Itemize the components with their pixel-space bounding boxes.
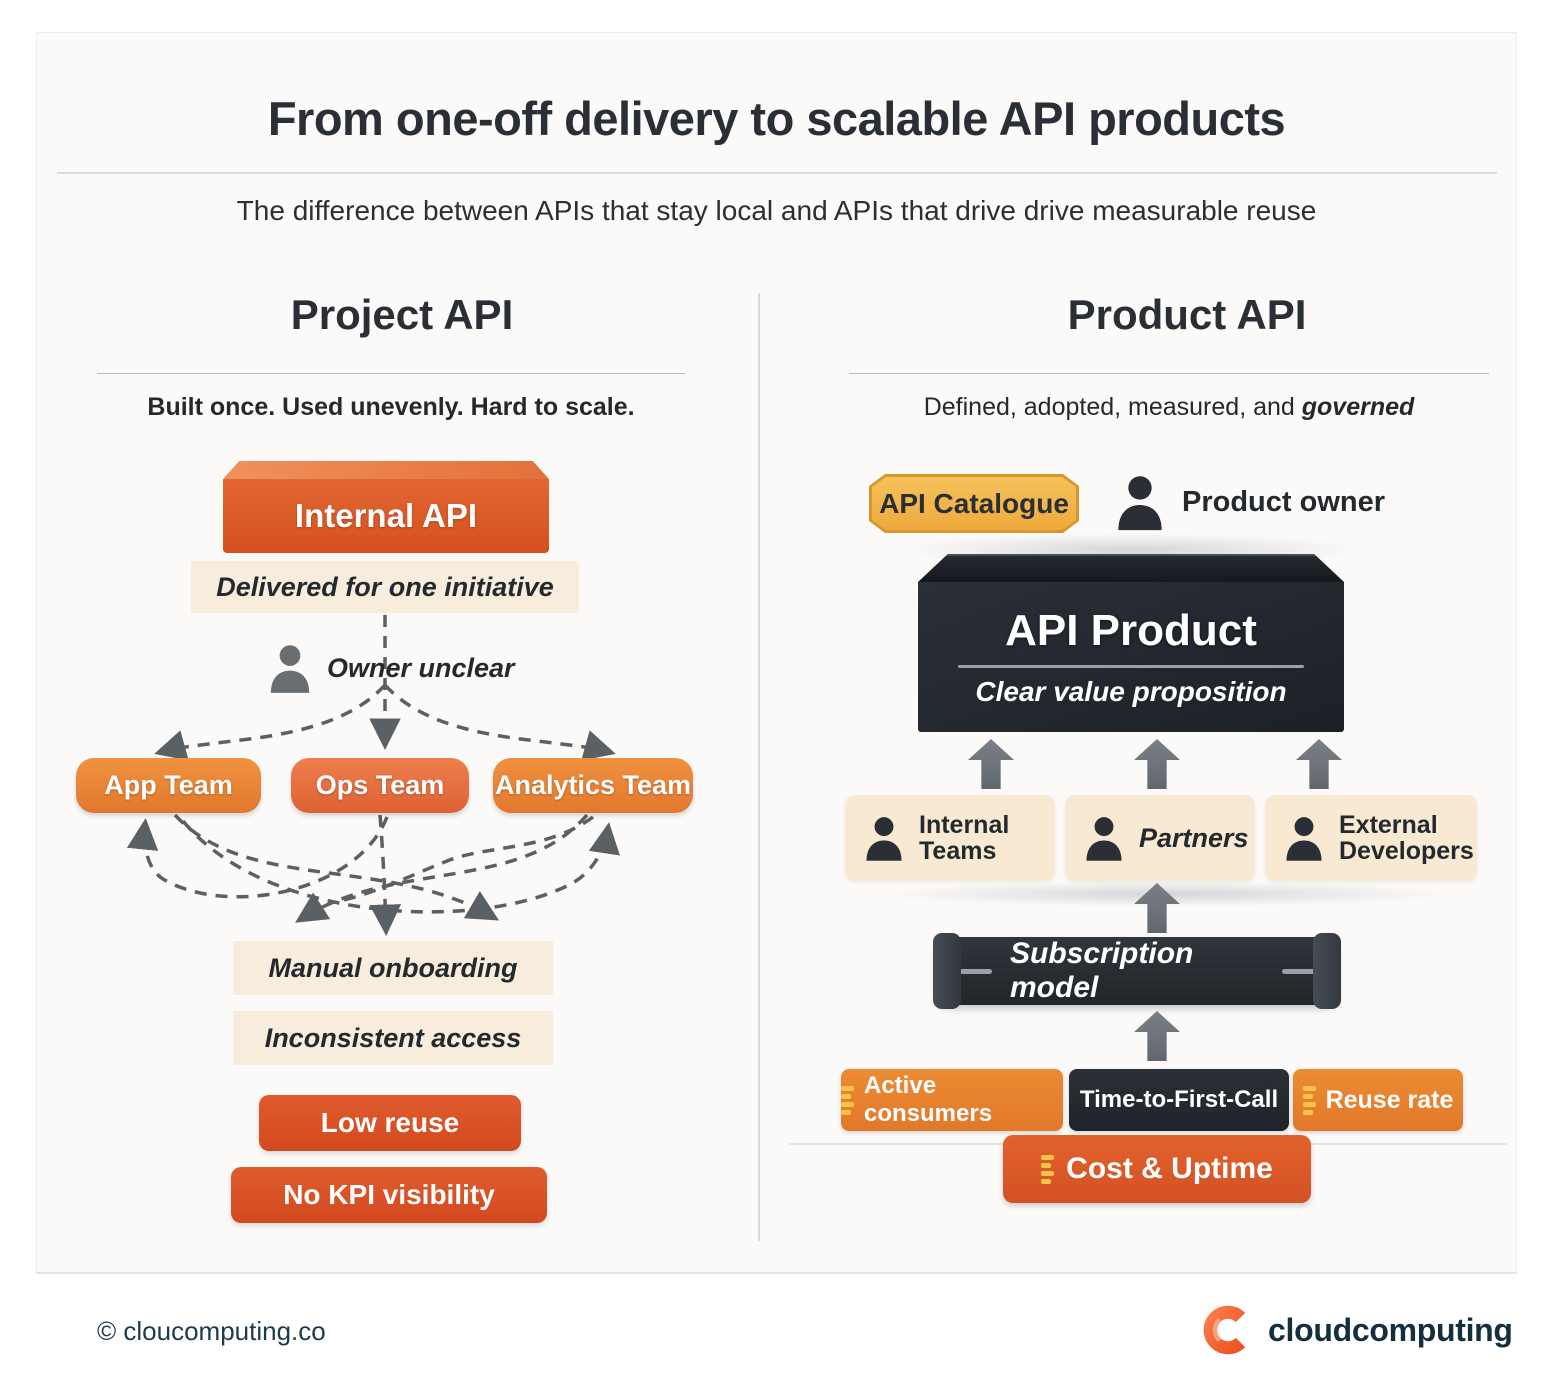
consumer-label: External Developers [1339,810,1474,865]
consumer-label: Internal Teams [919,810,1010,865]
outcome-no-kpi-visibility: No KPI visibility [231,1167,547,1223]
up-arrow [1296,739,1342,789]
cloudcomputing-c-icon [1203,1305,1246,1355]
copyright-text: © cloucomputing.co [97,1316,326,1346]
api-product-box: API Product Clear value proposition [918,554,1344,732]
internal-api-box: Internal API [223,461,549,553]
person-icon [270,645,310,693]
team-pill-ops: Ops Team [291,758,469,813]
issue-manual-onboarding: Manual onboarding [233,941,553,995]
infographic-card: From one-off delivery to scalable API pr… [36,32,1517,1274]
internal-api-box-label: Internal API [223,479,549,553]
person-icon [866,817,902,861]
brand-name: cloudcomputing [1268,1311,1513,1348]
consumer-external-developers: External Developers [1265,795,1477,881]
right-column-title: Product API [1067,291,1307,338]
delivery-note: Delivered for one initiative [191,561,579,613]
metric-time-to-first-call: Time-to-First-Call [1069,1069,1289,1131]
metric-cost-uptime: Cost & Uptime [1003,1135,1311,1203]
api-catalogue-badge-label: API Catalogue [872,477,1076,530]
column-divider [758,293,760,1241]
owner-unclear-label: Owner unclear [327,652,515,683]
consumer-internal-teams: Internal Teams [845,795,1055,881]
api-catalogue-badge: API Catalogue [869,474,1079,533]
outcome-low-reuse: Low reuse [259,1095,521,1151]
right-title-underline [849,373,1489,374]
up-arrow [1134,739,1180,789]
product-owner-row: Product owner [1114,471,1385,533]
page-title: From one-off delivery to scalable API pr… [267,92,1286,145]
left-column-title: Project API [290,291,514,338]
person-icon [1086,817,1122,861]
up-arrow [1134,1011,1180,1061]
up-arrow [968,739,1014,789]
dash-decoration [1282,968,1338,974]
brand-logo: cloudcomputing [1200,1302,1513,1358]
internal-api-box-top-face [223,461,549,479]
subscription-model-bar: Subscription model [933,933,1341,1009]
bar-gauge-icon [841,1085,854,1115]
metric-active-consumers: Active consumers [841,1069,1063,1131]
left-title-underline [97,373,685,374]
api-product-box-top-face [918,554,1344,582]
right-tagline-text: Defined, adopted, measured, and [923,393,1302,421]
consumer-partners: Partners [1065,795,1255,881]
product-owner-label: Product owner [1182,485,1386,518]
team-pill-analytics: Analytics Team [493,758,693,813]
right-tagline-emphasis: governed [1301,393,1415,421]
person-icon [1286,817,1322,861]
page-subtitle: The difference between APIs that stay lo… [236,195,1317,226]
team-pill-app: App Team [76,758,261,813]
api-product-box-front: API Product Clear value proposition [918,582,1344,732]
person-icon [1118,476,1162,531]
subscription-model-label: Subscription model [1010,937,1194,1004]
api-product-title: API Product [1005,606,1257,655]
metric-label: Reuse rate [1325,1085,1454,1114]
title-divider [57,172,1497,174]
metric-label: Active consumers [864,1072,993,1127]
api-product-subtitle: Clear value proposition [975,676,1287,707]
consumer-label: Partners [1139,822,1249,853]
bar-gauge-icon [1041,1154,1055,1184]
metric-reuse-rate: Reuse rate [1293,1069,1463,1131]
metric-label: Cost & Uptime [1066,1152,1273,1185]
bar-gauge-icon [1302,1085,1316,1115]
left-column-tagline: Built once. Used unevenly. Hard to scale… [147,393,635,421]
owner-unclear-row: Owner unclear [267,641,515,695]
metric-label: Time-to-First-Call [1079,1086,1279,1113]
issue-inconsistent-access: Inconsistent access [233,1011,553,1065]
dash-decoration [936,968,992,974]
right-column-tagline: Defined, adopted, measured, and governed [849,393,1489,422]
api-product-divider [958,665,1304,668]
